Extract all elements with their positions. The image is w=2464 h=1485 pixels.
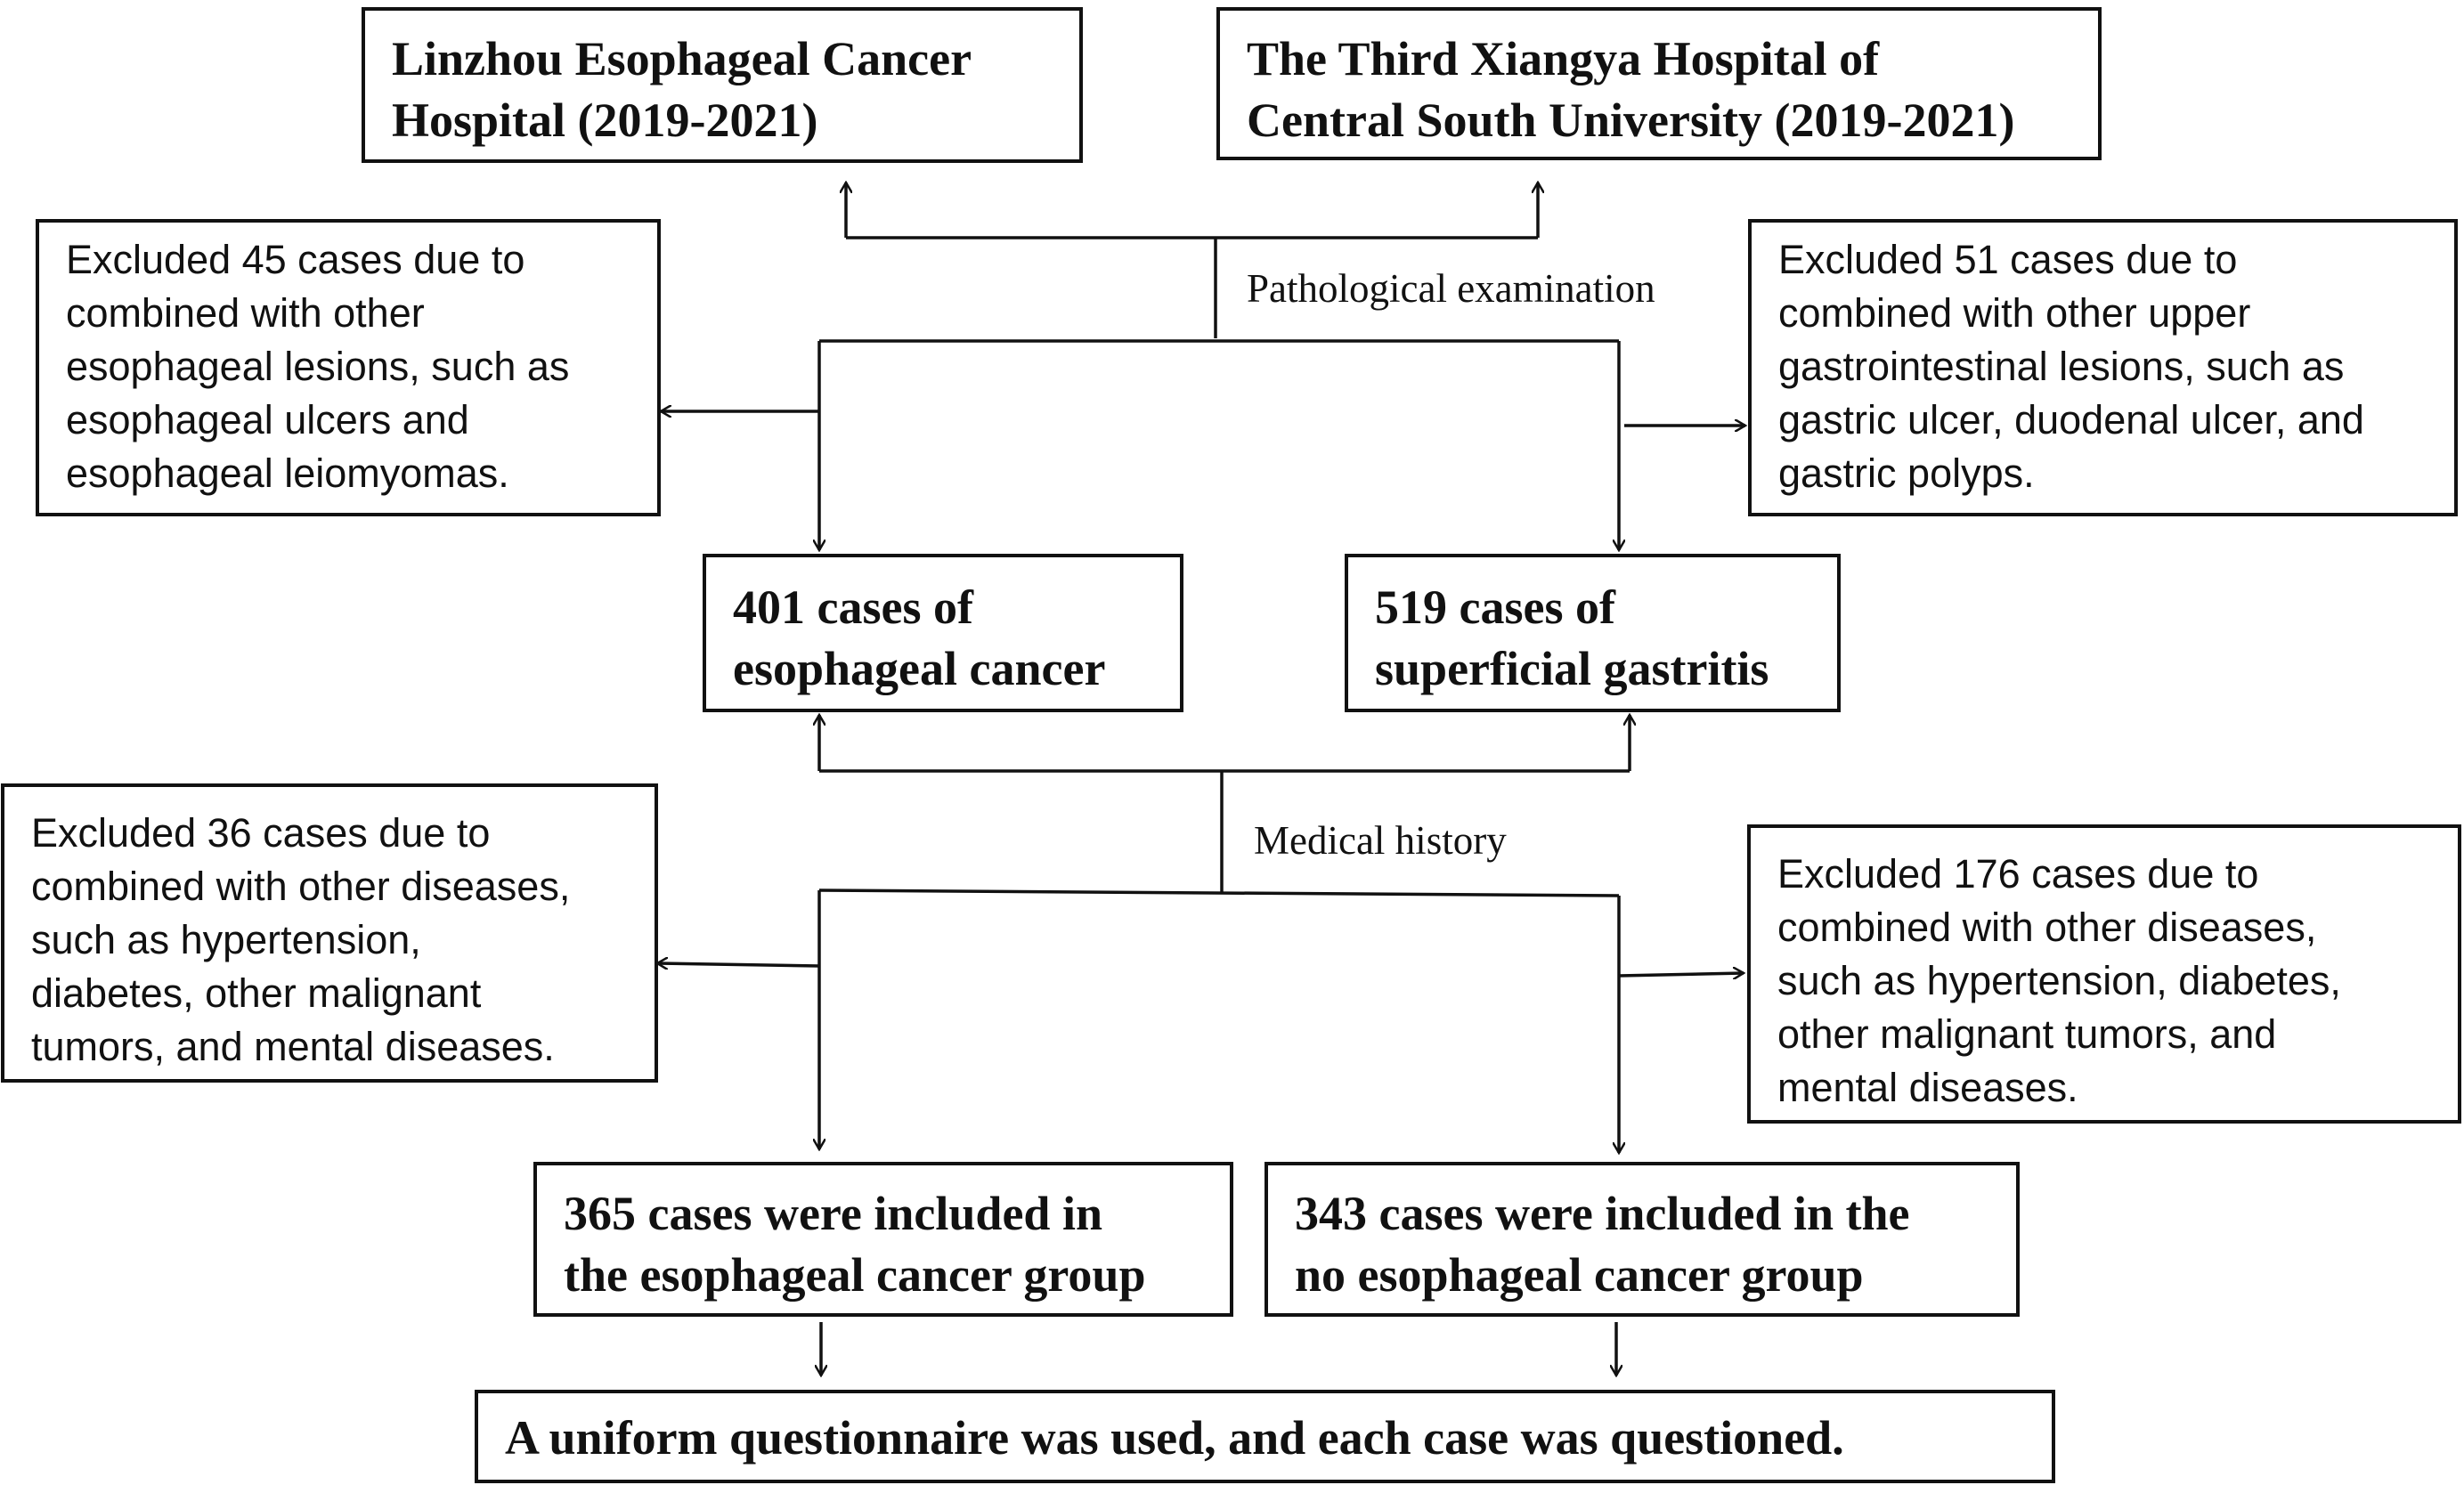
sg-history-exclusion-box: Excluded 176 cases due to combined with … — [1747, 824, 2461, 1124]
medical-history-label: Medical history — [1254, 818, 1507, 863]
sg-pathology-exclusion-box: Excluded 51 cases due to combined with o… — [1748, 219, 2458, 516]
xiangya-hospital-box: The Third Xiangya Hospital of Central So… — [1216, 7, 2102, 160]
ec-pathology-exclusion-text: Excluded 45 cases due to combined with o… — [66, 237, 570, 496]
esophageal-cancer-group-box: 365 cases were included in the esophagea… — [533, 1162, 1233, 1317]
ec-history-exclusion-box: Excluded 36 cases due to combined with o… — [1, 783, 658, 1083]
questionnaire-box: A uniform questionnaire was used, and ea… — [475, 1390, 2055, 1483]
ec-pathology-exclusion-box: Excluded 45 cases due to combined with o… — [36, 219, 661, 516]
ec-history-exclusion-text: Excluded 36 cases due to combined with o… — [31, 810, 571, 1069]
bar-history-split — [818, 889, 1620, 897]
esophageal-cancer-cohort-text: 401 cases of esophageal cancer — [733, 580, 1106, 695]
linzhou-hospital-box: Linzhou Esophageal Cancer Hospital (2019… — [362, 7, 1083, 163]
esophageal-cancer-cohort-box: 401 cases of esophageal cancer — [703, 554, 1183, 712]
esophageal-cancer-group-text: 365 cases were included in the esophagea… — [564, 1187, 1146, 1302]
arrow-to-ec-history-exclusion — [657, 963, 820, 966]
linzhou-hospital-text: Linzhou Esophageal Cancer Hospital (2019… — [392, 32, 972, 147]
questionnaire-text: A uniform questionnaire was used, and ea… — [505, 1411, 1844, 1465]
sg-pathology-exclusion-text: Excluded 51 cases due to combined with o… — [1778, 237, 2364, 496]
sg-history-exclusion-text: Excluded 176 cases due to combined with … — [1777, 851, 2341, 1110]
superficial-gastritis-cohort-box: 519 cases of superficial gastritis — [1345, 554, 1841, 712]
pathological-examination-label: Pathological examination — [1247, 266, 1655, 311]
xiangya-hospital-text: The Third Xiangya Hospital of Central So… — [1247, 32, 2015, 147]
arrow-to-sg-history-exclusion — [1618, 973, 1744, 976]
no-esophageal-cancer-group-text: 343 cases were included in the no esopha… — [1295, 1187, 1910, 1302]
no-esophageal-cancer-group-box: 343 cases were included in the no esopha… — [1265, 1162, 2020, 1317]
superficial-gastritis-cohort-text: 519 cases of superficial gastritis — [1375, 580, 1769, 695]
